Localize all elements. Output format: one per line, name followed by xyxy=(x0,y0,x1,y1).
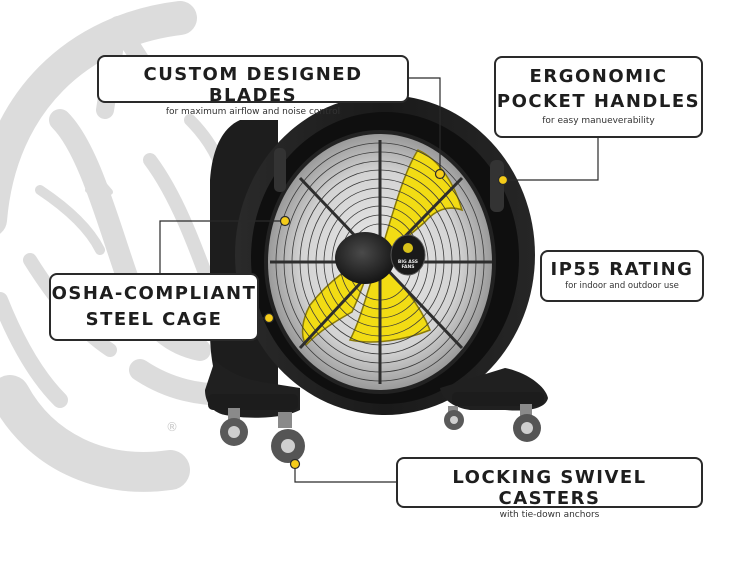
caster-wheels xyxy=(220,404,541,463)
callout-title-line2: STEEL CAGE xyxy=(85,309,223,330)
marker-casters xyxy=(289,458,301,470)
callout-title: IP55 RATING xyxy=(550,259,694,280)
callout-title-line1: ERGONOMIC xyxy=(529,66,668,87)
marker-cage xyxy=(263,312,275,324)
callout-pocket-handles: ERGONOMIC POCKET HANDLES for easy manuev… xyxy=(494,56,703,138)
callout-title-line2: POCKET HANDLES xyxy=(496,91,701,112)
hub-logo-line1: BIG ASS xyxy=(398,259,418,265)
callout-title-line1: OSHA-COMPLIANT xyxy=(51,283,257,304)
leader-lines xyxy=(159,77,599,483)
pocket-handle xyxy=(490,160,504,212)
callout-swivel-casters: LOCKING SWIVEL CASTERS with tie-down anc… xyxy=(396,457,703,520)
callout-ip55-rating: IP55 RATING for indoor and outdoor use xyxy=(540,250,704,302)
callout-subtitle: with tie-down anchors xyxy=(499,510,600,520)
marker-blades xyxy=(434,168,446,180)
marker-rating xyxy=(279,215,291,227)
fan-stand xyxy=(205,360,548,418)
callout-markers xyxy=(263,168,509,470)
callout-subtitle: for maximum airflow and noise control xyxy=(165,107,341,117)
callout-subtitle: for indoor and outdoor use xyxy=(565,281,679,291)
callout-title: CUSTOM DESIGNED BLADES xyxy=(143,64,363,106)
marker-handles xyxy=(497,174,509,186)
callout-title: LOCKING SWIVEL CASTERS xyxy=(452,467,647,509)
hub-logo-line2: FANS xyxy=(401,264,414,270)
callout-subtitle: for easy manueverability xyxy=(542,116,655,126)
callout-steel-cage: OSHA-COMPLIANT STEEL CAGE xyxy=(49,273,259,341)
callout-custom-blades: CUSTOM DESIGNED BLADES for maximum airfl… xyxy=(97,55,409,117)
fan-hub: BIG ASS FANS xyxy=(335,232,426,284)
registered-mark: ® xyxy=(166,420,178,434)
